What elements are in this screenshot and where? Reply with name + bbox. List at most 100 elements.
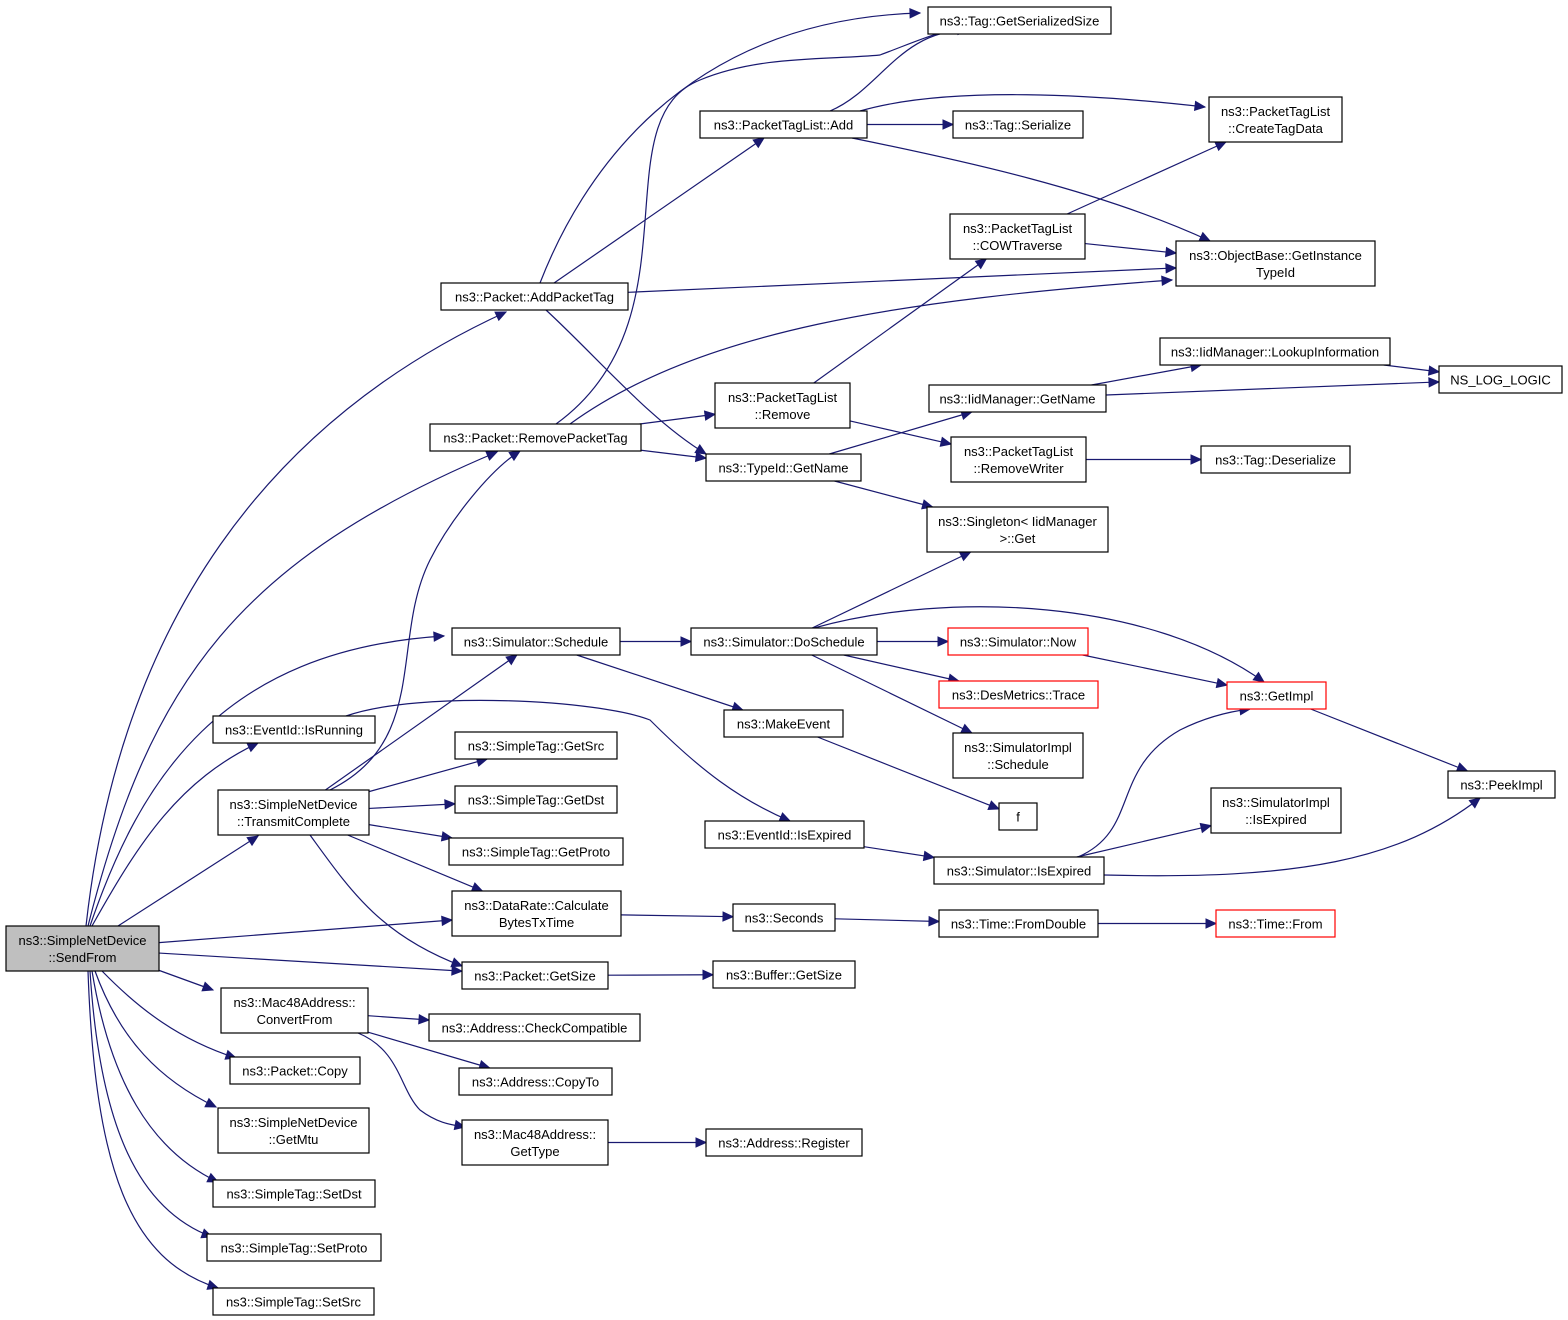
node-getDst[interactable]: ns3::SimpleTag::GetDst — [454, 785, 618, 814]
node-tagSerSize[interactable]: ns3::Tag::GetSerializedSize — [927, 6, 1112, 35]
node-box — [690, 627, 878, 656]
node-iidLookup[interactable]: ns3::IidManager::LookupInformation — [1159, 337, 1391, 366]
node-fromDouble[interactable]: ns3::Time::FromDouble — [938, 909, 1099, 938]
edge-removePacketTag-to-ptlRemove-arrowhead — [703, 410, 717, 421]
function-nodes: ns3::SimpleNetDevice::SendFromns3::Packe… — [5, 6, 1563, 1316]
node-getType[interactable]: ns3::Mac48Address::GetType — [461, 1119, 609, 1166]
node-copy[interactable]: ns3::Packet::Copy — [229, 1056, 361, 1085]
node-label: ns3::Seconds — [745, 911, 824, 926]
node-label: GetType — [510, 1144, 559, 1159]
node-convertFrom[interactable]: ns3::Mac48Address::ConvertFrom — [220, 987, 369, 1034]
node-box — [1208, 96, 1343, 143]
edge-ptlAdd-to-ptlCreate — [859, 94, 1206, 112]
node-label: NS_LOG_LOGIC — [1450, 373, 1550, 388]
edge-removePacketTag-to-objBase — [569, 279, 1173, 425]
node-label: ns3::Simulator::Schedule — [464, 635, 609, 650]
node-label: ns3::SimpleTag::SetDst — [226, 1187, 362, 1202]
node-label: ns3::Address::CopyTo — [472, 1075, 599, 1090]
edge-transmitComplete-to-getProto — [368, 824, 453, 839]
edge-ptlRemove-to-ptlCow-arrowhead — [974, 258, 988, 270]
node-setSrc[interactable]: ns3::SimpleTag::SetSrc — [212, 1287, 375, 1316]
node-setProto[interactable]: ns3::SimpleTag::SetProto — [206, 1233, 382, 1262]
node-addrRegister[interactable]: ns3::Address::Register — [705, 1128, 863, 1157]
node-simImplSchedule[interactable]: ns3::SimulatorImpl::Schedule — [952, 732, 1084, 779]
node-label: ConvertFrom — [257, 1012, 333, 1027]
node-isRunning[interactable]: ns3::EventId::IsRunning — [212, 715, 376, 744]
node-box — [451, 890, 622, 937]
node-desTrace[interactable]: ns3::DesMetrics::Trace — [938, 680, 1099, 709]
node-makeEvent[interactable]: ns3::MakeEvent — [723, 709, 844, 738]
node-singletonGet[interactable]: ns3::Singleton< IidManager>::Get — [926, 506, 1109, 553]
node-label: ::GetMtu — [269, 1132, 319, 1147]
edge-simIsExpired-to-simImplIsExpired-arrowhead — [1199, 822, 1213, 834]
node-label: ns3::SimpleNetDevice — [19, 933, 147, 948]
node-simIsExpired[interactable]: ns3::Simulator::IsExpired — [933, 856, 1105, 885]
node-simNow[interactable]: ns3::Simulator::Now — [947, 627, 1089, 656]
edge-isRunning-to-eventIsExpired-arrowhead — [778, 812, 792, 822]
node-getMtu[interactable]: ns3::SimpleNetDevice::GetMtu — [217, 1107, 370, 1154]
edge-doSchedule-to-desTrace — [843, 654, 959, 682]
node-getSrc[interactable]: ns3::SimpleTag::GetSrc — [454, 731, 618, 760]
node-box — [1200, 445, 1351, 474]
edge-makeEvent-to-f — [817, 736, 1000, 810]
edge-simIsExpired-to-peekImpl — [1103, 797, 1481, 877]
node-box — [428, 1013, 641, 1042]
node-addPacketTag[interactable]: ns3::Packet::AddPacketTag — [440, 282, 629, 311]
node-box — [705, 1128, 863, 1157]
node-ptlAdd[interactable]: ns3::PacketTagList::Add — [699, 110, 868, 139]
node-setDst[interactable]: ns3::SimpleTag::SetDst — [212, 1179, 376, 1208]
node-typeIdGetName[interactable]: ns3::TypeId::GetName — [705, 453, 862, 482]
node-ptlRemove[interactable]: ns3::PacketTagList::Remove — [714, 382, 851, 429]
node-doSchedule[interactable]: ns3::Simulator::DoSchedule — [690, 627, 878, 656]
edge-root-to-setDst — [91, 970, 219, 1183]
node-getProto[interactable]: ns3::SimpleTag::GetProto — [448, 837, 624, 866]
node-ptlCreate[interactable]: ns3::PacketTagList::CreateTagData — [1208, 96, 1343, 143]
edge-root-to-isRunning — [91, 742, 259, 927]
edge-ptlCow-to-objBase — [1084, 242, 1177, 254]
node-getSize[interactable]: ns3::Packet::GetSize — [461, 961, 609, 990]
node-label: ns3::IidManager::LookupInformation — [1171, 345, 1379, 360]
node-transmitComplete[interactable]: ns3::SimpleNetDevice::TransmitComplete — [217, 789, 370, 836]
node-label: ns3::Singleton< IidManager — [938, 514, 1097, 529]
edge-convertFrom-to-getType — [357, 1032, 466, 1128]
node-label: ::SendFrom — [49, 950, 117, 965]
node-f[interactable]: f — [998, 802, 1038, 831]
node-label: ns3::Packet::RemovePacketTag — [443, 431, 627, 446]
node-box — [723, 709, 844, 738]
node-bufGetSize[interactable]: ns3::Buffer::GetSize — [712, 960, 856, 989]
edge-removePacketTag-to-typeIdGetName — [640, 449, 707, 459]
node-label: ns3::Address::CheckCompatible — [442, 1021, 628, 1036]
edge-ptlAdd-to-ptlCreate-arrowhead — [1193, 100, 1207, 112]
node-ptlCow[interactable]: ns3::PacketTagList::COWTraverse — [949, 213, 1086, 260]
node-tagSerialize[interactable]: ns3::Tag::Serialize — [952, 110, 1084, 139]
node-box — [229, 1056, 361, 1085]
node-label: ns3::Packet::GetSize — [474, 969, 595, 984]
node-tagDeserialize[interactable]: ns3::Tag::Deserialize — [1200, 445, 1351, 474]
node-box — [451, 627, 621, 656]
node-schedule[interactable]: ns3::Simulator::Schedule — [451, 627, 621, 656]
node-checkCompat[interactable]: ns3::Address::CheckCompatible — [428, 1013, 641, 1042]
edge-transmitComplete-to-calcBytes — [347, 834, 483, 892]
edge-getType-to-addrRegister-arrowhead — [695, 1137, 708, 1148]
node-simImplIsExpired[interactable]: ns3::SimulatorImpl::IsExpired — [1210, 787, 1342, 834]
node-root[interactable]: ns3::SimpleNetDevice::SendFrom — [5, 925, 160, 972]
node-iidGetName[interactable]: ns3::IidManager::GetName — [928, 384, 1107, 413]
node-box — [1175, 240, 1376, 287]
node-nsLog[interactable]: NS_LOG_LOGIC — [1438, 365, 1563, 394]
node-label: ns3::Tag::GetSerializedSize — [940, 14, 1100, 29]
node-copyTo[interactable]: ns3::Address::CopyTo — [458, 1067, 613, 1096]
node-seconds[interactable]: ns3::Seconds — [732, 903, 836, 932]
node-getImpl[interactable]: ns3::GetImpl — [1226, 681, 1327, 710]
node-box — [927, 6, 1112, 35]
node-peekImpl[interactable]: ns3::PeekImpl — [1447, 770, 1556, 799]
node-timeFrom[interactable]: ns3::Time::From — [1215, 909, 1336, 938]
node-eventIsExpired[interactable]: ns3::EventId::IsExpired — [704, 820, 865, 849]
node-label: ns3::PacketTagList — [728, 390, 838, 405]
edge-schedule-to-doSchedule-arrowhead — [680, 636, 693, 647]
node-ptlRemoveWriter[interactable]: ns3::PacketTagList::RemoveWriter — [950, 436, 1087, 483]
node-removePacketTag[interactable]: ns3::Packet::RemovePacketTag — [429, 423, 642, 452]
edge-root-to-calcBytes-arrowhead — [441, 915, 454, 927]
node-label: ns3::EventId::IsRunning — [225, 723, 363, 738]
